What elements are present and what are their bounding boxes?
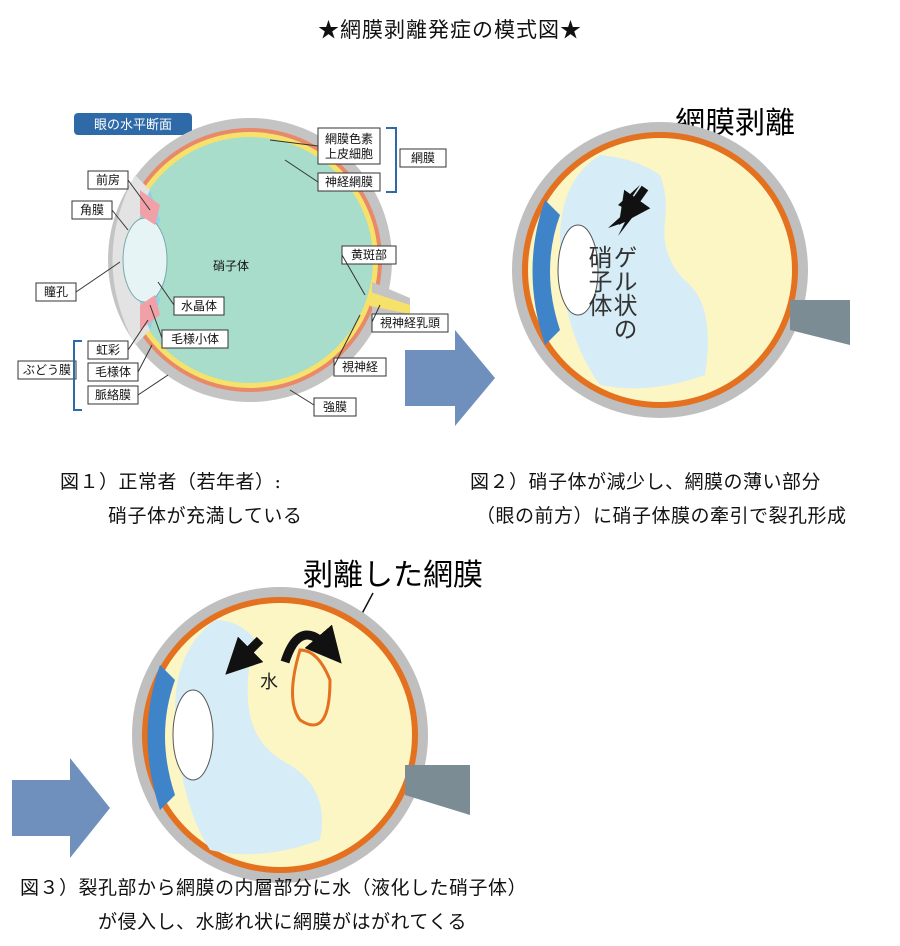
fig3-optic-nerve bbox=[405, 765, 470, 815]
fig3-water-label: 水 bbox=[260, 672, 278, 693]
label-pupil: 瞳孔 bbox=[44, 284, 68, 299]
label-optic-nerve: 視神経 bbox=[342, 359, 378, 374]
fig1-optic-nerve bbox=[370, 292, 410, 314]
fig3-gel-vitreous bbox=[175, 620, 322, 855]
label-lens: 水晶体 bbox=[181, 299, 217, 313]
label-vitreous: 硝子体 bbox=[213, 259, 249, 273]
fig2-caption-2: （眼の前方）に硝子体膜の牽引で裂孔形成 bbox=[476, 505, 847, 527]
label-sclera: 強膜 bbox=[323, 400, 347, 414]
label-ciliary-body: 毛様体 bbox=[95, 365, 131, 379]
fig1-header: 眼の水平断面 bbox=[94, 118, 172, 133]
fig3-caption-2: が侵入し、水膨れ状に網膜がはがれてくる bbox=[98, 911, 467, 933]
label-macula: 黄斑部 bbox=[351, 247, 387, 262]
arrow-fig1-to-fig2 bbox=[405, 330, 495, 426]
label-cornea: 角膜 bbox=[80, 203, 104, 217]
label-neural-retina: 神経網膜 bbox=[325, 175, 373, 189]
fig2-cornea bbox=[532, 200, 560, 345]
label-choroid: 脈絡膜 bbox=[95, 387, 131, 402]
fig3-title: 剥離した網膜 bbox=[303, 558, 483, 593]
fig1-caption-2: 硝子体が充満している bbox=[108, 505, 303, 527]
figure-3-retinal-detachment: 剥離した網膜 水 bbox=[132, 558, 483, 883]
fig1-header-box bbox=[74, 113, 192, 135]
fig3-cornea bbox=[147, 665, 175, 810]
fig2-arrow-traction bbox=[608, 185, 642, 236]
figure-2-retinal-tear: 網膜剥離 ゲル状の 硝子体 bbox=[512, 106, 850, 418]
arrow-to-fig3 bbox=[12, 758, 110, 858]
fig2-vitreous-label-1: ゲル状の bbox=[609, 245, 637, 341]
fig3-arrow-traction bbox=[225, 636, 264, 675]
fig2-gel-vitreous bbox=[560, 155, 708, 389]
label-retina: 網膜 bbox=[411, 151, 435, 165]
label-anterior-chamber: 前房 bbox=[96, 172, 120, 187]
fig1-lens bbox=[122, 217, 168, 303]
fig3-lens bbox=[172, 689, 214, 781]
label-rpe-1: 網膜色素 bbox=[325, 132, 373, 146]
fig3-caption-1: 図３）裂孔部から網膜の内層部分に水（液化した硝子体） bbox=[20, 877, 528, 899]
page-title: ★網膜剥離発症の模式図★ bbox=[318, 18, 582, 42]
label-optic-disc: 視神経乳頭 bbox=[380, 315, 440, 330]
fig1-iris-lower bbox=[140, 295, 160, 330]
label-uvea: ぶどう膜 bbox=[23, 363, 71, 377]
fig2-optic-nerve bbox=[790, 300, 850, 345]
fig1-iris-upper bbox=[140, 190, 160, 225]
fig3-arrow-water bbox=[280, 624, 342, 664]
label-rpe-2: 上皮細胞 bbox=[325, 147, 373, 161]
fig1-caption-1: 図１）正常者（若年者）: bbox=[60, 471, 282, 493]
figure-1-normal-eye: 眼の水平断面 前房 角膜 瞳孔 虹彩 ぶどう膜 毛様体 bbox=[17, 113, 449, 417]
label-zonule: 毛様小体 bbox=[171, 332, 219, 346]
label-iris: 虹彩 bbox=[96, 343, 120, 357]
fig2-caption-1: 図２）硝子体が減少し、網膜の薄い部分 bbox=[470, 471, 822, 493]
fig2-lens bbox=[557, 224, 599, 316]
fig2-vitreous-label-2: 硝子体 bbox=[584, 245, 612, 317]
